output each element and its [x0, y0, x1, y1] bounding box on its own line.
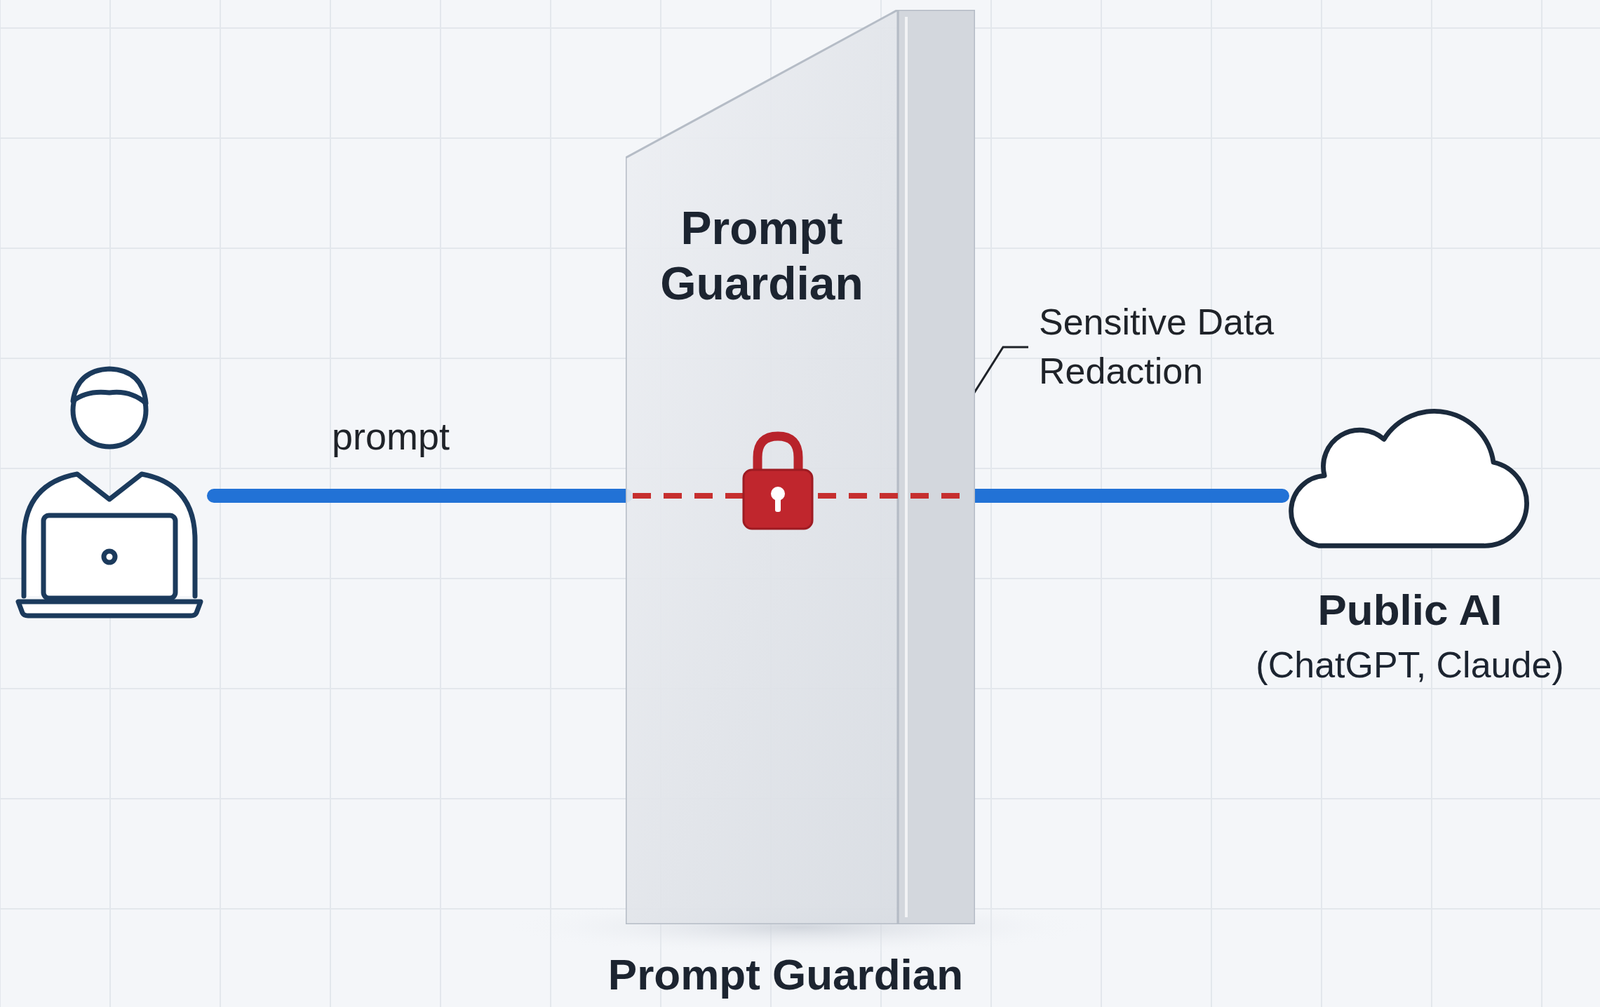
line-label: prompt [331, 413, 450, 460]
user-icon [18, 368, 201, 616]
cloud-shape [1282, 404, 1538, 553]
connector-line [975, 488, 1283, 503]
grid-line [0, 0, 1, 1007]
grid-line [439, 0, 442, 1007]
lock-shackle [757, 436, 799, 475]
grid-line [1100, 0, 1102, 1007]
grid-line [219, 0, 221, 1007]
grid-line [1541, 0, 1543, 1007]
lock-keyhole-slot [775, 496, 781, 513]
panel-front-face [625, 9, 898, 925]
glass-panel-shape [625, 9, 976, 925]
panel-side-face [897, 9, 976, 925]
prompt-line [213, 488, 626, 503]
lock-keyhole [770, 486, 785, 501]
redaction-dashed-line [632, 493, 967, 499]
grid-line [1210, 0, 1213, 1007]
node-title: Prompt Guardian [628, 200, 896, 312]
grid-line [329, 0, 332, 1007]
node-subtitle: (ChatGPT, Claude) [1241, 643, 1579, 687]
lock-body [743, 469, 813, 529]
user-hair [72, 368, 146, 404]
grid-line [549, 0, 552, 1007]
grid-line [990, 0, 992, 1007]
public-ai-cloud: Public AI (ChatGPT, Claude) [1241, 404, 1579, 688]
laptop-screen [43, 515, 176, 599]
laptop-base [18, 601, 201, 616]
guardian-panel: Prompt Guardian [625, 9, 976, 925]
panel-highlight [904, 16, 908, 918]
lock-icon [743, 436, 813, 529]
node-title: Public AI [1241, 585, 1579, 635]
callout-label: Sensitive Data Redaction [1038, 297, 1306, 396]
cloud-outline [1291, 411, 1528, 546]
laptop-logo [103, 551, 116, 563]
panel-caption: Prompt Guardian [575, 951, 997, 999]
grid-line [0, 27, 1600, 29]
